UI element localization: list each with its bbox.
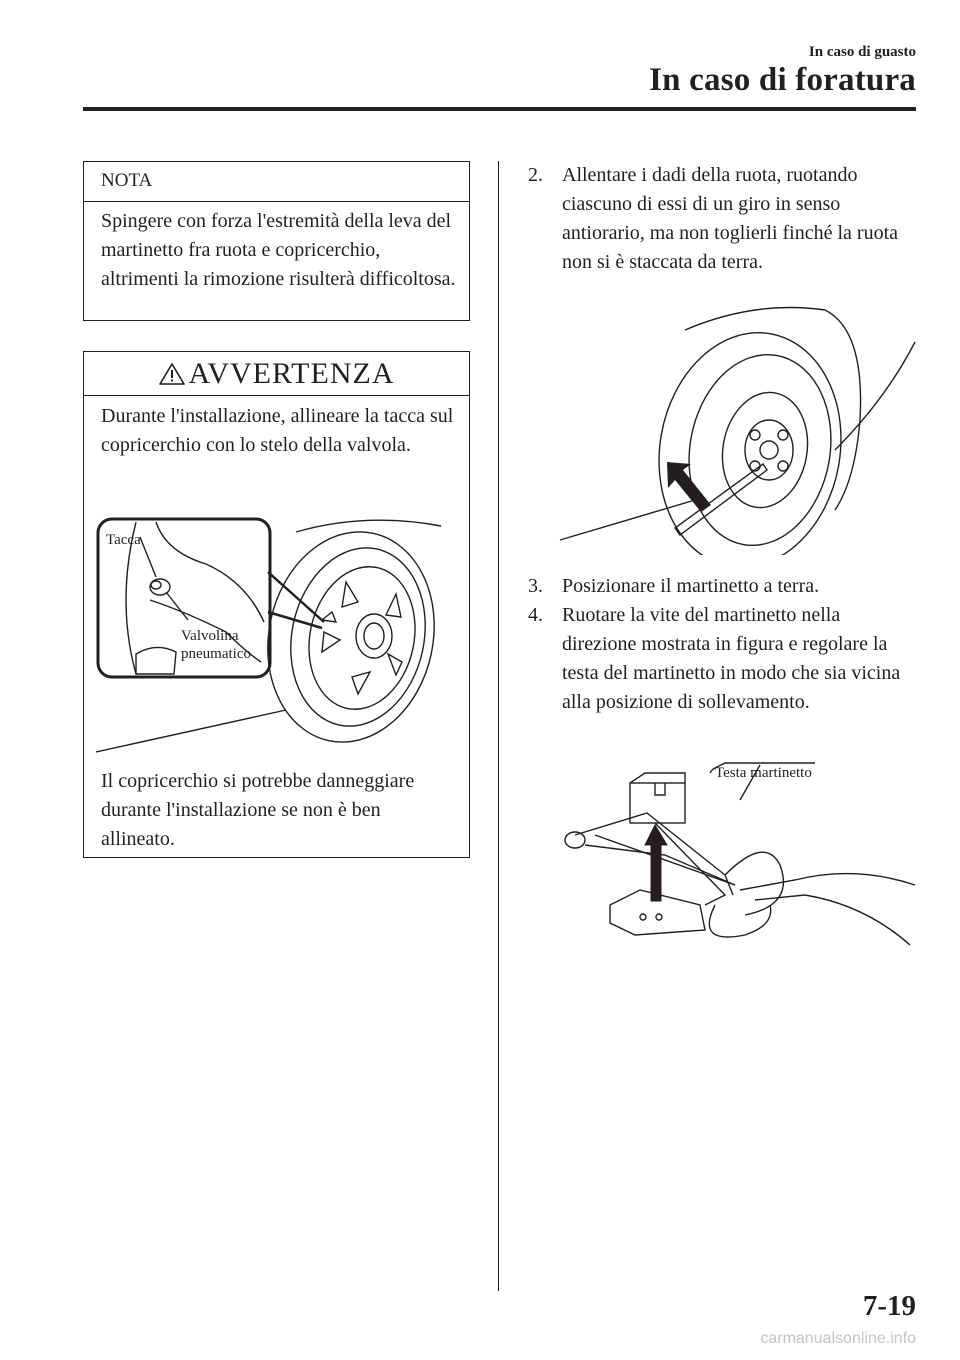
step-number: 2. <box>528 164 543 186</box>
watermark: carmanualsonline.info <box>760 1330 916 1347</box>
nota-text: Spingere con forza l'estremità della lev… <box>101 210 456 290</box>
page-title: In caso di foratura <box>649 62 916 98</box>
step-number: 3. <box>528 575 543 597</box>
nota-box: NOTA Spingere con forza l'estremità dell… <box>83 161 470 321</box>
label-valve-line2: pneumatico <box>181 646 251 662</box>
warning-triangle-icon <box>158 362 185 385</box>
jack-figure: Testa martinetto <box>564 762 916 946</box>
step-text: Allentare i dadi della ruota, ruotando c… <box>562 164 898 273</box>
warning-heading: AVVERTENZA <box>188 356 395 390</box>
step-number: 4. <box>528 604 543 626</box>
step-text: Posizionare il martinetto a terra. <box>562 575 820 597</box>
column-divider <box>498 161 499 1291</box>
section-label: In caso di guasto <box>808 44 916 60</box>
wheel-nut-figure <box>559 306 916 555</box>
header-rule <box>83 107 916 111</box>
step-text: Ruotare la vite del martinetto nella dir… <box>562 604 901 713</box>
step-4: 4. Ruotare la vite del martinetto nella … <box>528 601 918 717</box>
page-number: 7-19 <box>862 1290 916 1322</box>
label-valve-line1: Valvolina <box>181 628 239 644</box>
step-2: 2. Allentare i dadi della ruota, ruotand… <box>528 161 918 277</box>
warning-box: AVVERTENZA Durante l'installazione, alli… <box>83 351 470 858</box>
warning-header: AVVERTENZA <box>84 352 469 396</box>
label-jack-head: Testa martinetto <box>715 765 812 781</box>
warning-text-2: Il copricerchio si potrebbe danneggiare … <box>101 770 415 850</box>
wheel-cover-figure: Tacca Valvolina pneumatico <box>96 517 442 753</box>
step-3: 3. Posizionare il martinetto a terra. <box>528 572 918 601</box>
nota-heading: NOTA <box>84 162 469 202</box>
warning-text-1: Durante l'installazione, allineare la ta… <box>101 405 454 456</box>
label-notch: Tacca <box>106 532 141 548</box>
